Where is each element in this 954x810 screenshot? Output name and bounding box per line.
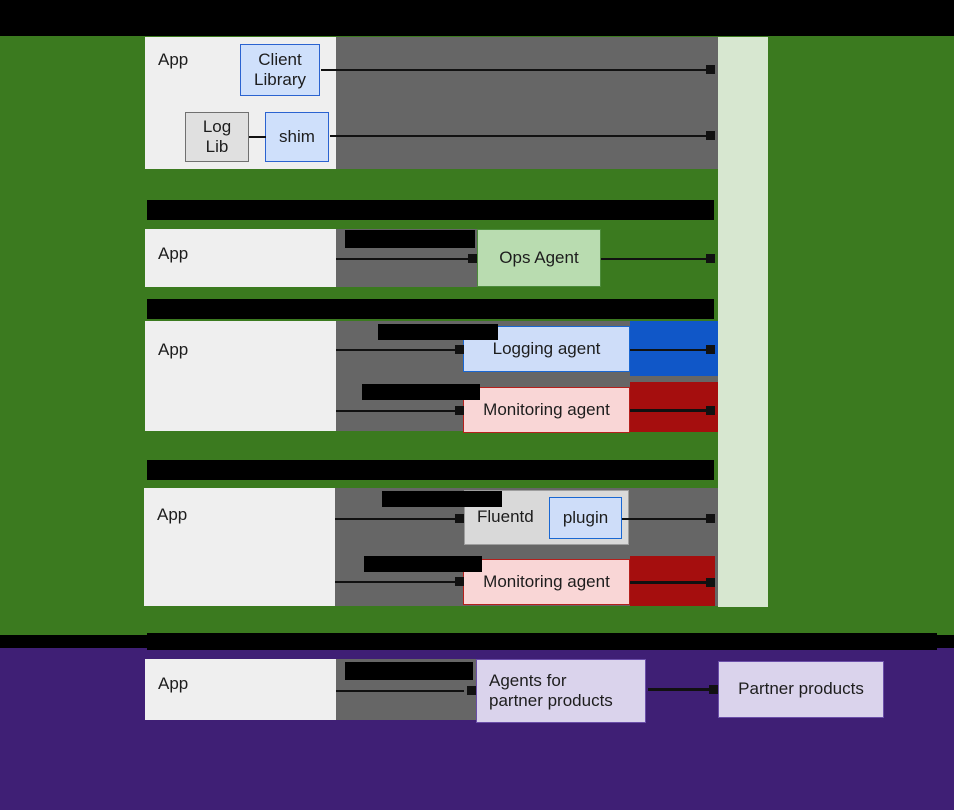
log-lib-box: Log Lib — [185, 112, 249, 162]
connector-monitoring2-out — [630, 581, 709, 584]
arrowhead-monitoring-out — [706, 406, 715, 415]
caption-redaction-row3 — [147, 299, 714, 319]
connector-app-monitoring2 — [335, 581, 458, 583]
agents-for-partner-products-box: Agents for partner products — [476, 659, 646, 723]
connector-agents-partner-products — [648, 688, 710, 691]
partner-products-box: Partner products — [718, 661, 884, 718]
client-library-box: Client Library — [240, 44, 320, 96]
app-label-row2: App — [158, 244, 189, 263]
connector-app-logging — [336, 349, 458, 351]
arrowhead-app-monitoring2 — [455, 577, 464, 586]
app-label-row5: App — [158, 674, 189, 693]
app-label-row4: App — [157, 505, 188, 524]
connector-app-monitoring — [336, 410, 458, 412]
connector-opsagent-out — [601, 258, 709, 260]
client-library-label: Client Library — [254, 49, 306, 89]
caption-redaction-row5 — [147, 633, 937, 650]
caption-redaction-row2 — [147, 200, 714, 220]
arrowhead-agents-partner-products — [709, 685, 718, 694]
app-label-row1: App — [158, 50, 189, 69]
arrowhead-app-agents-partner — [467, 686, 476, 695]
fluentd-label: Fluentd — [477, 507, 534, 527]
arrowhead-app-monitoring — [455, 406, 464, 415]
app-box-row3: App — [145, 321, 336, 431]
arrowhead-app-logging — [455, 345, 464, 354]
app-box-row4: App — [144, 488, 335, 606]
side-panel-column — [718, 37, 768, 607]
connector-shim-out — [330, 135, 709, 137]
connector-client-library-out — [321, 69, 709, 71]
redaction-label-row3-a — [378, 324, 498, 340]
arrowhead-app-fluentd — [455, 514, 464, 523]
log-lib-label: Log Lib — [202, 116, 232, 156]
arrowhead-app-opsagent — [468, 254, 477, 263]
redaction-block-row1 — [336, 37, 718, 169]
shim-box: shim — [265, 112, 329, 162]
redaction-label-row2 — [345, 230, 475, 248]
connector-plugin-out — [622, 518, 709, 520]
shim-label: shim — [279, 126, 315, 146]
connector-app-opsagent — [336, 258, 471, 260]
monitoring-agent-2-box: Monitoring agent — [463, 559, 630, 605]
app-label-row3: App — [158, 340, 189, 359]
connector-loglib-shim — [249, 136, 266, 138]
arrowhead-logging-out — [706, 345, 715, 354]
partner-products-label: Partner products — [738, 679, 864, 699]
arrowhead-plugin-out — [706, 514, 715, 523]
monitoring-agent-box: Monitoring agent — [463, 387, 630, 433]
logging-agent-block — [630, 321, 718, 376]
arrowhead-opsagent-out — [706, 254, 715, 263]
monitoring-agent-2-label: Monitoring agent — [483, 571, 610, 591]
connector-app-fluentd — [335, 518, 458, 520]
plugin-box: plugin — [549, 497, 622, 539]
redaction-label-row3-b — [362, 384, 480, 400]
monitoring-agent-block — [630, 382, 718, 432]
app-box-row2: App — [145, 229, 336, 287]
ops-agent-box: Ops Agent — [477, 229, 601, 287]
connector-monitoring-out — [630, 409, 709, 412]
redaction-label-row4-a — [382, 491, 502, 507]
arrowhead-monitoring2-out — [706, 578, 715, 587]
agents-for-partner-products-label: Agents for partner products — [489, 670, 613, 710]
arrowhead-shim-out — [706, 131, 715, 140]
app-box-row5: App — [145, 659, 336, 720]
monitoring-agent-label: Monitoring agent — [483, 399, 610, 419]
logging-agent-label: Logging agent — [492, 338, 601, 358]
redaction-label-row4-b — [364, 556, 482, 572]
caption-redaction-row4 — [147, 460, 714, 480]
connector-logging-out — [630, 349, 709, 351]
redaction-label-row5 — [345, 662, 473, 680]
top-black-band — [0, 0, 954, 36]
connector-app-agents-partner — [336, 690, 464, 692]
ops-agent-label: Ops Agent — [499, 247, 579, 267]
plugin-label: plugin — [562, 507, 609, 527]
arrowhead-client-library-out — [706, 65, 715, 74]
